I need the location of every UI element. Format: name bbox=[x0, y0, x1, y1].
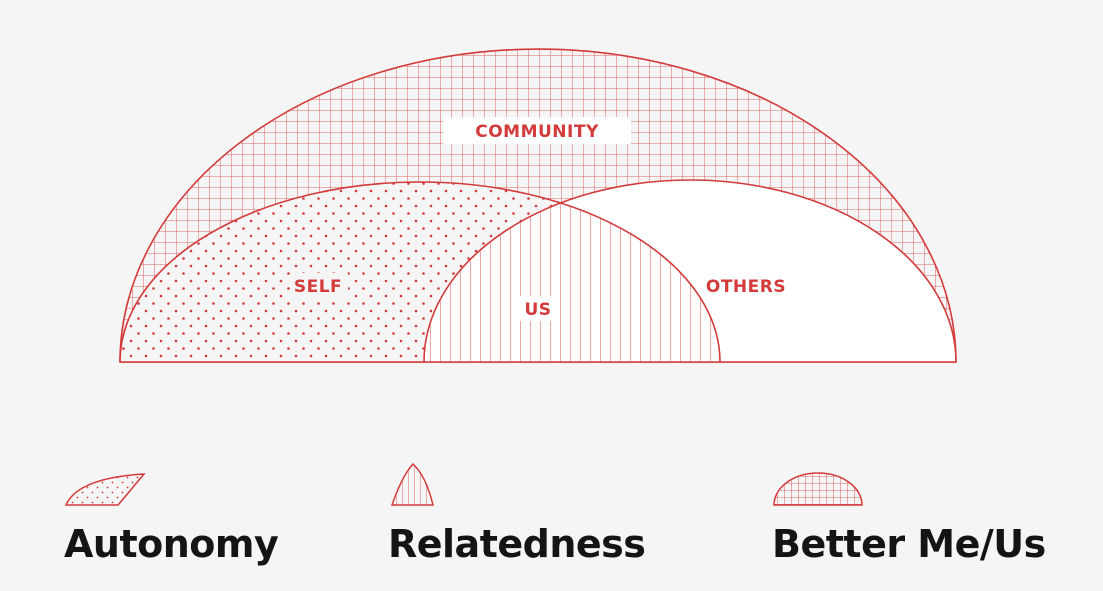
autonomy-legend-label: Autonomy bbox=[64, 522, 279, 566]
us-label-bg bbox=[516, 296, 560, 321]
autonomy-icon bbox=[64, 473, 146, 506]
self-outline bbox=[119, 181, 721, 363]
better-me-us-icon bbox=[773, 472, 863, 506]
relatedness-legend-label: Relatedness bbox=[388, 522, 646, 566]
self-label: SELF bbox=[294, 277, 342, 297]
others-label: OTHERS bbox=[706, 277, 786, 297]
self-label-bg bbox=[290, 273, 348, 298]
others-outline bbox=[423, 179, 957, 363]
community-label-bg bbox=[443, 117, 631, 144]
relatedness-icon bbox=[390, 462, 434, 506]
us-label: US bbox=[524, 300, 551, 320]
better-me-us-legend-label: Better Me/Us bbox=[772, 522, 1046, 566]
community-label: COMMUNITY bbox=[475, 122, 599, 142]
